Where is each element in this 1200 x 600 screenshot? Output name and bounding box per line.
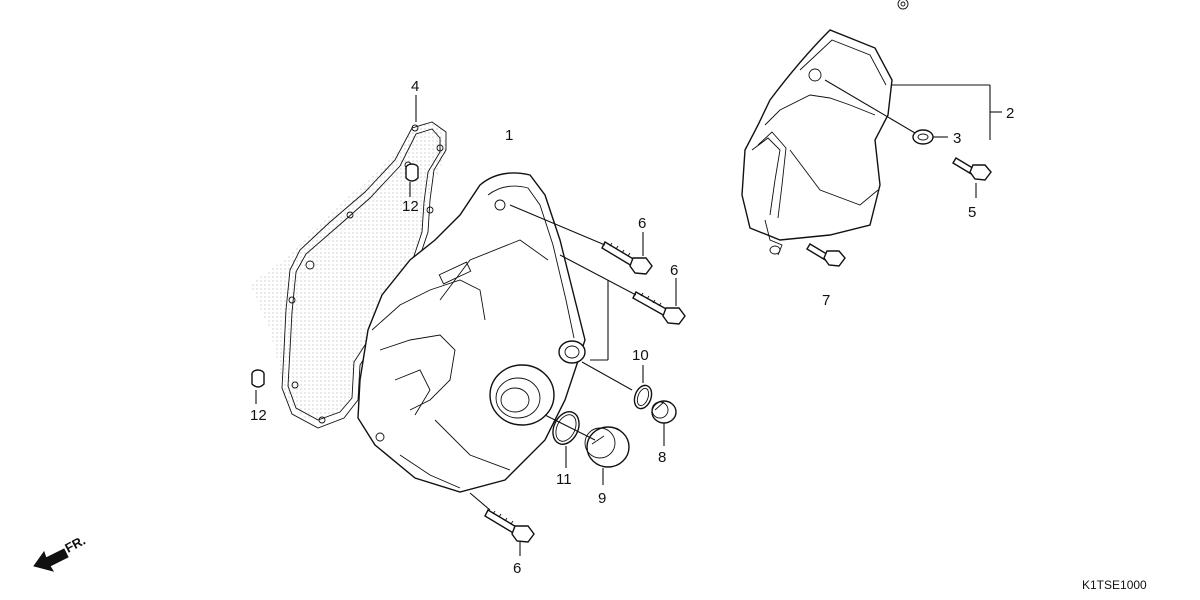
- part-label-2: 2: [1006, 105, 1014, 122]
- o-ring-10: [633, 384, 653, 410]
- plug-9: [584, 426, 630, 468]
- part-label-4: 4: [411, 78, 419, 95]
- collar-3: [912, 129, 934, 145]
- front-direction-arrow: FR.: [33, 533, 88, 572]
- plug-8: [651, 400, 677, 424]
- part-label-7: 7: [822, 292, 830, 309]
- bolt-6-lower: [484, 509, 535, 543]
- reference-mark-icon: [897, 0, 909, 10]
- bolt-6-middle: [632, 291, 686, 325]
- part-label-12-lower: 12: [250, 407, 267, 424]
- front-direction-label: FR.: [62, 533, 88, 556]
- sprocket-cover: [741, 29, 893, 256]
- part-label-1: 1: [505, 127, 513, 144]
- bolt-7: [806, 243, 846, 267]
- bolt-5: [952, 157, 992, 181]
- diagram-code: K1TSE1000: [1082, 578, 1147, 592]
- part-label-6-upper: 6: [638, 215, 646, 232]
- bolt-6-upper: [601, 241, 653, 275]
- part-label-9: 9: [598, 490, 606, 507]
- part-label-12-upper: 12: [402, 198, 419, 215]
- o-ring-11: [552, 411, 580, 445]
- part-label-10: 10: [632, 347, 649, 364]
- part-label-8: 8: [658, 449, 666, 466]
- part-label-6-middle: 6: [670, 262, 678, 279]
- gasket: [250, 121, 448, 429]
- dowel-pin-upper: [405, 163, 419, 182]
- leader-lines: [255, 79, 1002, 556]
- dowel-pin-lower: [251, 369, 265, 388]
- part-label-3: 3: [953, 130, 961, 147]
- part-label-5: 5: [968, 204, 976, 221]
- part-label-6-lower: 6: [513, 560, 521, 577]
- crankcase-cover: [357, 172, 586, 493]
- part-label-11: 11: [556, 471, 572, 488]
